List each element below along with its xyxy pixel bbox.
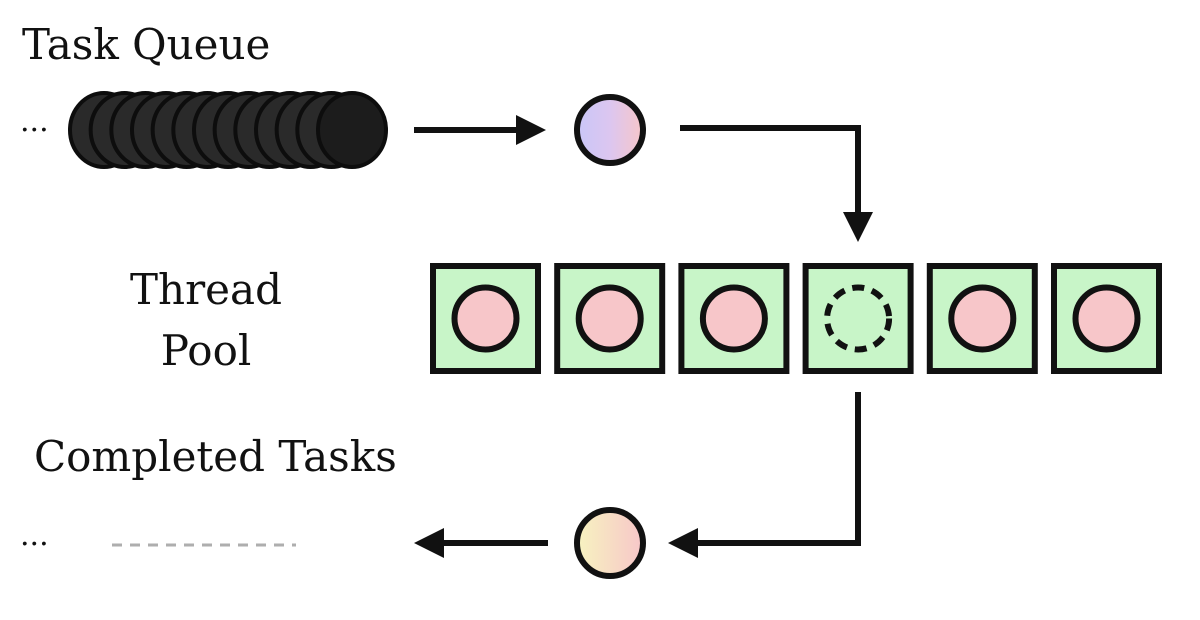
completed-ellipsis: ... xyxy=(20,518,49,553)
incoming-task-icon xyxy=(574,94,646,166)
thread-pool-slots xyxy=(430,263,1162,374)
queued-tasks-stack xyxy=(68,91,388,169)
queue-ellipsis: ... xyxy=(20,104,49,139)
pool-to-completed-arrow xyxy=(668,392,861,558)
running-task-icon xyxy=(451,284,520,353)
running-task-icon xyxy=(575,284,644,353)
running-task-icon xyxy=(1072,284,1141,353)
completed-task-icon xyxy=(574,507,646,579)
thread-pool-title-line1: Thread xyxy=(130,265,282,314)
completed-tasks-title: Completed Tasks xyxy=(34,432,397,481)
running-task-icon xyxy=(699,284,768,353)
running-task-icon xyxy=(948,284,1017,353)
idle-slot-icon xyxy=(824,284,893,353)
thread-pool-title-line2: Pool xyxy=(160,325,252,375)
thread-slot xyxy=(802,263,914,374)
task-to-pool-arrow xyxy=(680,125,873,242)
task-queue-title: Task Queue xyxy=(22,20,271,69)
thread-pool-title: Thread Pool xyxy=(106,260,306,382)
queued-task-icon xyxy=(316,91,388,169)
